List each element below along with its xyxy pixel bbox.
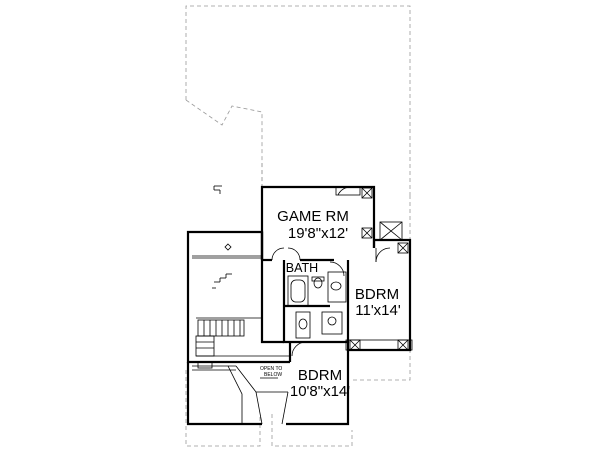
roof-outline <box>185 5 411 447</box>
game-room-size: 19'8"x12' <box>288 225 348 242</box>
open-to-below-line2: BELOW <box>264 372 282 378</box>
marker-symbol <box>213 185 222 194</box>
bedroom-right-name: BDRM <box>355 286 399 303</box>
game-room-name: GAME RM <box>277 208 349 225</box>
game-room-walls <box>260 185 376 262</box>
bedroom-bottom-walls <box>186 338 350 426</box>
bedroom-bottom-name: BDRM <box>298 367 342 384</box>
staircase <box>195 317 262 357</box>
bedroom-right-walls <box>345 238 413 352</box>
bedroom-right-size: 11'x14' <box>355 302 401 319</box>
bedroom-bottom-size: 10'8"x14' <box>290 383 350 400</box>
hall-walls <box>196 232 290 364</box>
open-area <box>186 230 264 364</box>
chimney-box <box>379 221 403 241</box>
open-to-below-line1: OPEN TO <box>260 366 282 372</box>
bath-name: BATH <box>286 261 318 275</box>
